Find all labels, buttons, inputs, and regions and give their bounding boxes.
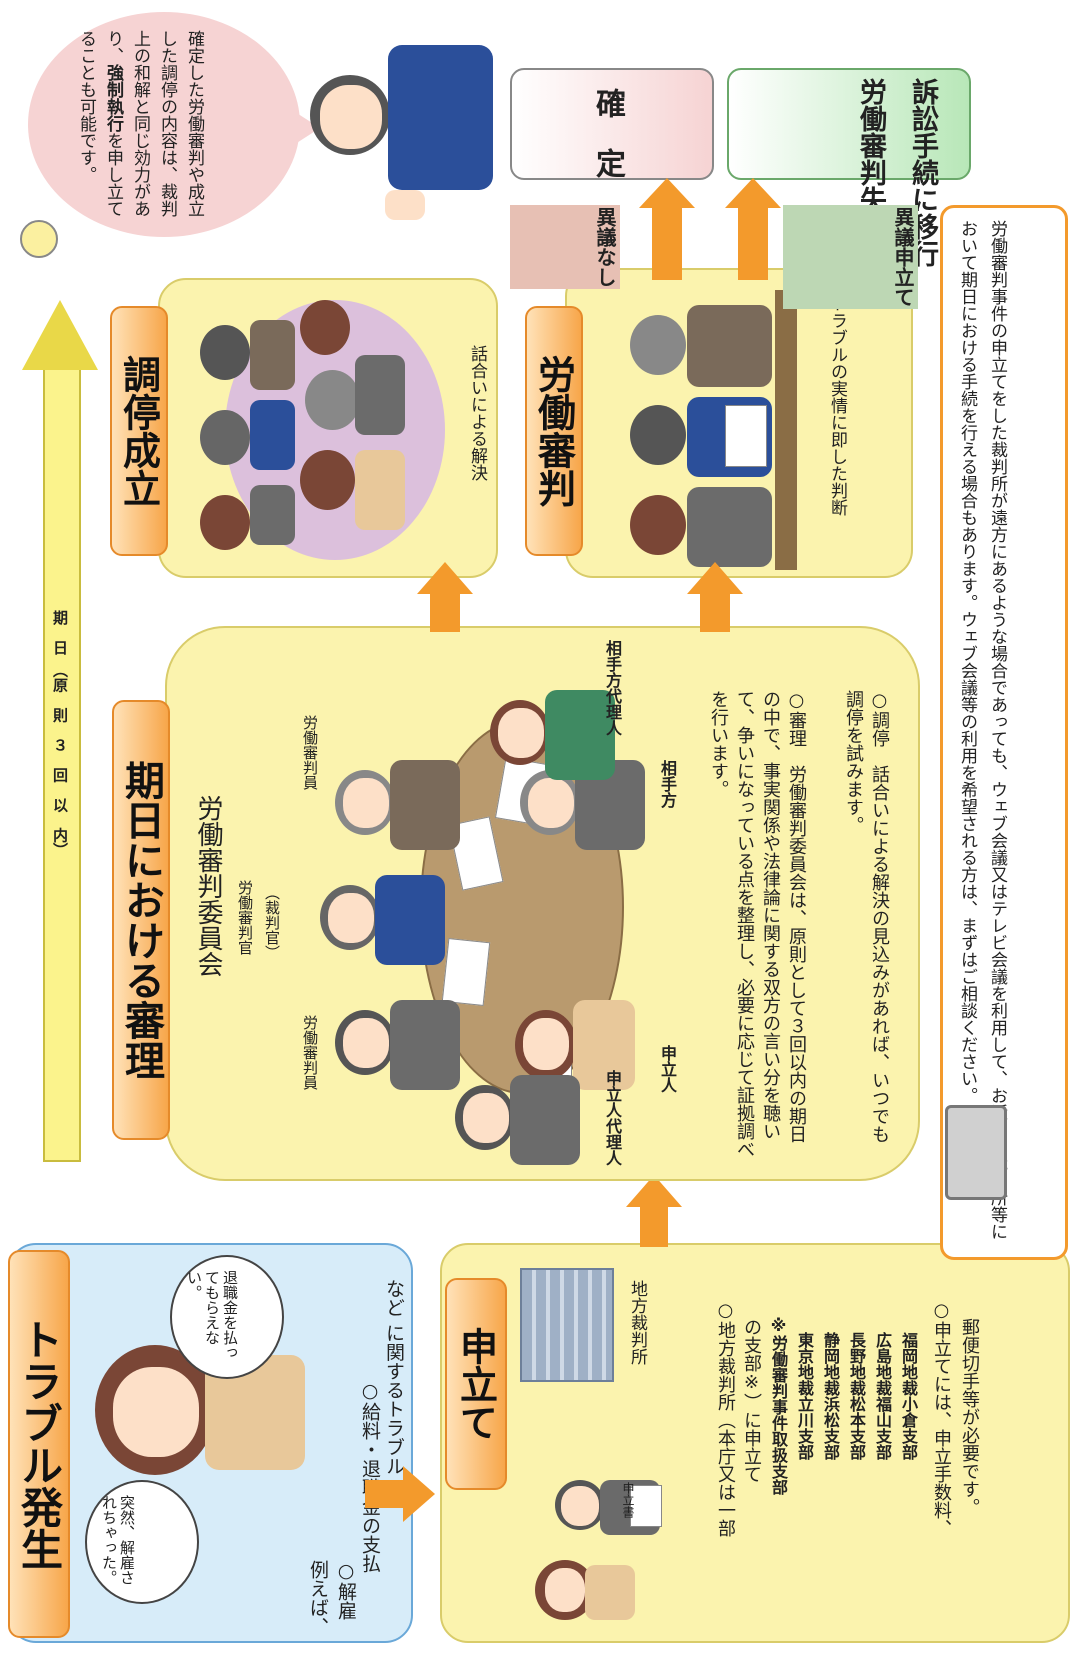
filing-line-3: ※労働審判事件取扱支部 (769, 1300, 788, 1495)
filing-line-6: 長野地裁松本支部 (847, 1300, 866, 1460)
mediation-group-illustration (200, 300, 450, 550)
filing-title: 申立て (445, 1278, 507, 1490)
info-text-part-2: を申し立てることも可能です。 (76, 30, 123, 217)
mediation-title: 調停成立 (110, 306, 168, 556)
woman-illustration (95, 1345, 305, 1485)
advisor-illustration (310, 45, 495, 225)
hearing-title: 期日における審理 (112, 700, 170, 1140)
info-text-part-1: 確定した労働審判や成立した調停の内容は、裁判上の和解と同じ効力があり、 (103, 30, 204, 217)
info-speech-text: 確定した労働審判や成立した調停の内容は、裁判上の和解と同じ効力があり、強制執行を… (72, 30, 207, 220)
example-item-1: ○解雇 (335, 1560, 357, 1620)
computer-screen-icon (945, 1105, 1007, 1200)
applicant-agent-illustration (455, 1075, 580, 1165)
arrow-head (403, 1466, 435, 1522)
filing-line-8: 福岡地裁小倉支部 (899, 1300, 918, 1460)
tribunal-title: 労働審判 (525, 306, 583, 556)
info-text-emphasis: 強制執行 (103, 64, 123, 132)
arrow-trouble-to-filing (365, 1480, 405, 1508)
label-applicant-agent: 申立人代理人 (603, 1070, 622, 1166)
speech-bubble-left-text: 突然、解雇されちゃった。 (100, 1495, 136, 1585)
lawsuit-box (727, 68, 971, 180)
mediation-caption: 話合いによる解決 (467, 345, 487, 481)
label-respondent: 相手方 (658, 760, 677, 808)
info-speech-bubble (28, 12, 300, 237)
hearing-text-shinri: ○審理 労働審判委員会は、原則として３回以内の期日の中で、事実関係や法律論に関す… (708, 690, 807, 1158)
example-label: 例えば、 (307, 1560, 329, 1636)
trouble-title: トラブル発生 (8, 1250, 70, 1638)
filing-line-4: 東京地裁立川支部 (795, 1300, 814, 1460)
speech-bubble-right-text: 退職金を払ってもらえない。 (185, 1270, 239, 1360)
notice-text: 労働審判事件の申立てをした裁判所が遠方にあるような場合であっても、ウェブ会議又は… (957, 220, 1007, 1240)
label-applicant: 申立人 (658, 1045, 677, 1093)
filing-line-5: 静岡地裁浜松支部 (821, 1300, 840, 1460)
respondent-agent-illustration (490, 690, 615, 780)
label-judge-sub: （裁判官） (263, 885, 281, 960)
timeline-arrow-head (22, 300, 98, 370)
arrow-head (417, 562, 473, 594)
speech-bubble-left (85, 1480, 199, 1604)
arrow-filing-to-hearing (640, 1205, 668, 1247)
filing-line-7: 広島地裁福山支部 (873, 1300, 892, 1460)
judge-illustration (320, 875, 445, 965)
tribunal-caption: トラブルの実情に即した判断 (827, 295, 847, 516)
label-member1: 労働審判員 (301, 1015, 319, 1090)
example-item-2: ○給料・退職金の支払 (359, 1380, 381, 1573)
filing-line-2: の支部※）に申立て (741, 1300, 762, 1483)
label-member2: 労働審判員 (301, 715, 319, 790)
arrow-to-lawsuit (738, 205, 768, 280)
bench (775, 290, 797, 570)
final-label: 確 定 (590, 88, 625, 178)
arrow-head (639, 178, 695, 208)
committee-label: 労働審判委員会 (193, 795, 223, 977)
paper (441, 937, 491, 1007)
arrow-to-final (652, 205, 682, 280)
filer-illustration (535, 1470, 685, 1630)
final-box (510, 68, 714, 180)
timeline-arrow-shaft (43, 368, 81, 1162)
timeline-label: 期 日 （原 則 ３ 回 以 内） (51, 610, 69, 858)
notice-box (940, 205, 1068, 1260)
no-objection-label: 異議なし (510, 205, 620, 289)
hearing-text-chotei: ○調停 話合いによる解決の見込みがあれば、いつでも調停を試みます。 (843, 690, 890, 1143)
objection-label: 異議申立て (783, 205, 918, 309)
court-label: 地方裁判所 (627, 1280, 647, 1365)
arrow-hearing-to-tribunal (700, 590, 730, 632)
label-respondent-agent: 相手方代理人 (603, 640, 622, 736)
arrow-head (687, 562, 743, 594)
filing-line-1: ○地方裁判所（本庁又は一部 (715, 1300, 736, 1537)
doc-label: 申立書 (621, 1482, 635, 1518)
lightbulb-icon (20, 220, 58, 258)
member1-illustration (335, 1000, 460, 1090)
arrow-head (725, 178, 781, 208)
speech-bubble-right (170, 1255, 284, 1379)
label-judge: 労働審判官 (236, 880, 254, 955)
applicant-illustration (515, 1000, 635, 1090)
court-building-icon (520, 1268, 614, 1382)
member2-illustration (335, 760, 460, 850)
filing-line-10: 郵便切手等が必要です。 (959, 1300, 980, 1516)
arrow-hearing-to-mediation (430, 590, 460, 632)
filing-line-9: ○申立てには、申立手数料、 (931, 1300, 952, 1537)
example-item-3: など に関するトラブル (383, 1260, 405, 1476)
tribunal-judges-illustration (615, 305, 775, 567)
